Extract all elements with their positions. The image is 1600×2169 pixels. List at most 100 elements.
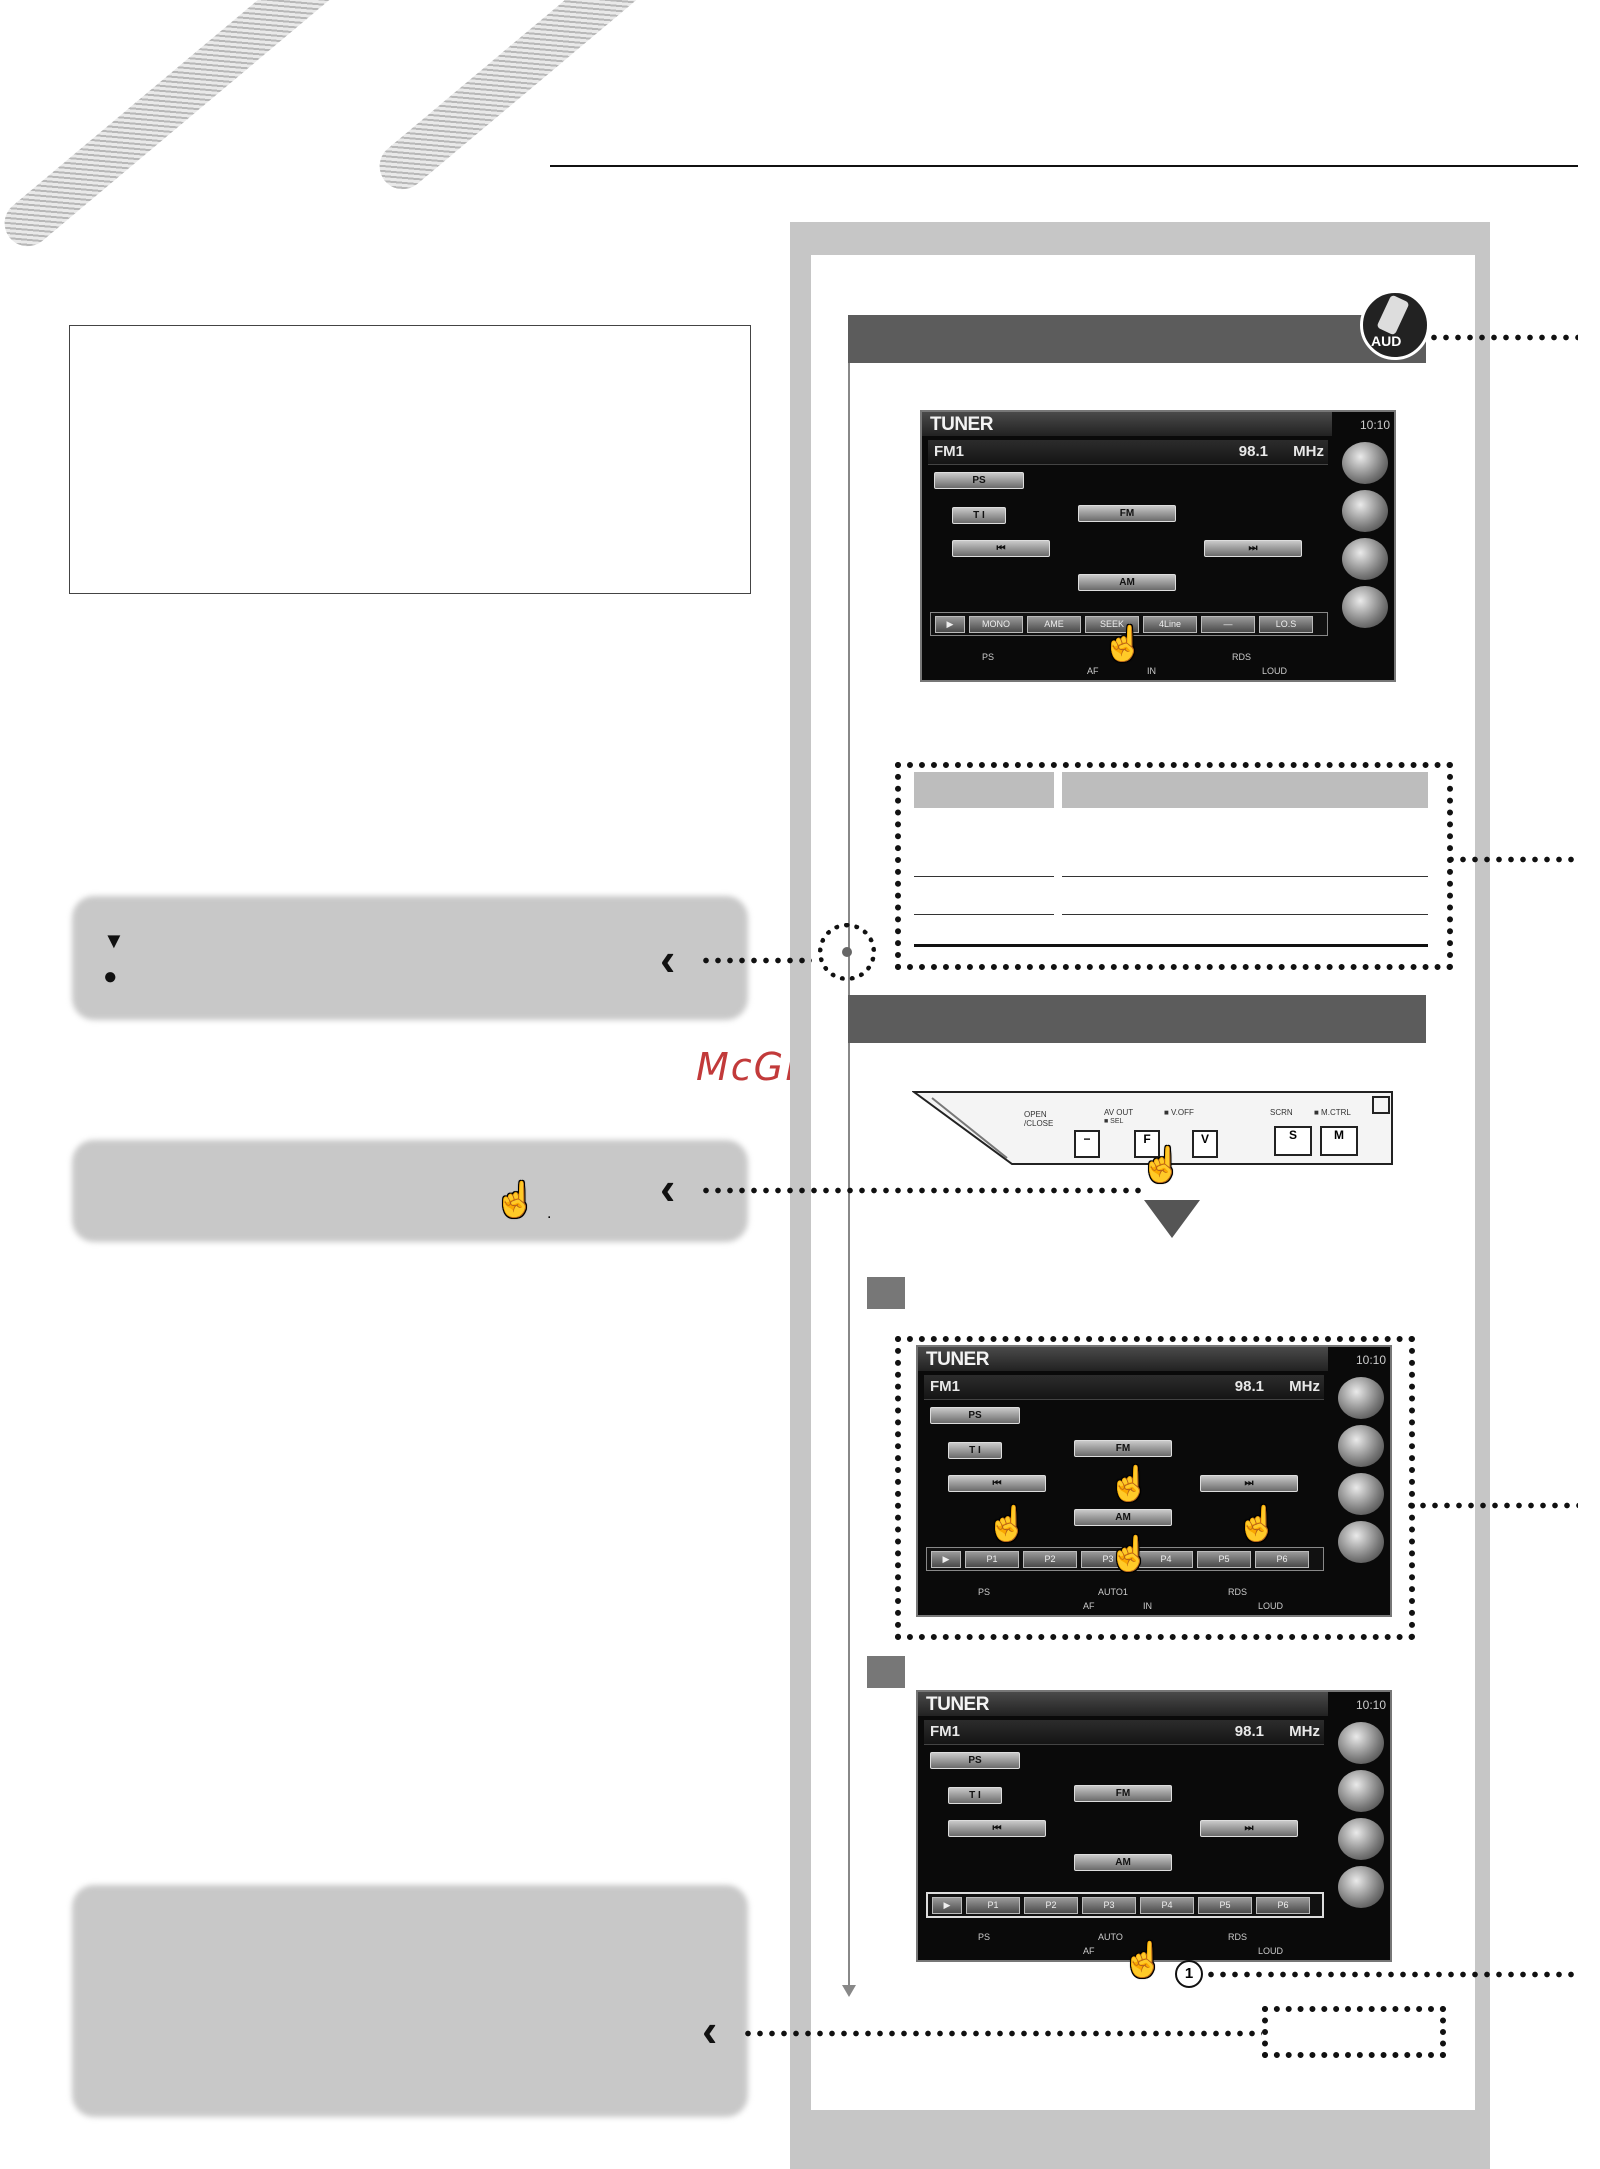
status-loud: LOUD (1262, 666, 1288, 676)
down-triangle-bullet: ▼ (103, 928, 125, 953)
minus-key[interactable]: − (1074, 1130, 1100, 1158)
seek-down-button[interactable]: ⏮ (948, 1475, 1046, 1492)
ti-button[interactable]: T I (948, 1442, 1002, 1459)
touch-hand-icon: ☝ (1108, 1465, 1151, 1503)
seek-down-button[interactable]: ⏮ (952, 540, 1050, 557)
screen-title: TUNER (930, 414, 993, 435)
ps-button[interactable]: PS (934, 472, 1024, 489)
aud-label: AUD (1371, 333, 1402, 349)
source-icon[interactable] (1342, 490, 1388, 532)
menu-icon[interactable] (1342, 442, 1388, 484)
fm-button[interactable]: FM (1078, 505, 1176, 522)
s-key[interactable]: S (1274, 1126, 1312, 1156)
front-panel: OPEN /CLOSE AV OUT ■ SEL ■ V.OFF SCRN ■ … (912, 1090, 1396, 1166)
fm-button[interactable]: FM (1074, 1440, 1172, 1457)
soft-key[interactable]: MONO (969, 616, 1023, 633)
preset-key[interactable]: P1 (965, 1551, 1019, 1568)
decor-stripe-right (370, 0, 653, 199)
status-auto: AUTO1 (1098, 1587, 1128, 1597)
callout-dots-1 (1428, 334, 1578, 341)
touch-hand-icon: ☝ (1108, 1535, 1151, 1573)
audio-icon[interactable] (1338, 1473, 1384, 1515)
frequency-unit: MHz (1289, 1378, 1320, 1395)
frequency: 98.1 (1238, 443, 1268, 460)
soft-key[interactable]: LO.S (1259, 616, 1313, 633)
play-soft-key[interactable]: ▶ (935, 616, 965, 633)
touch-hand-icon: ☝ (494, 1181, 537, 1219)
soft-key[interactable]: AME (1027, 616, 1081, 633)
play-soft-key[interactable]: ▶ (931, 1551, 961, 1568)
preset-key[interactable]: P6 (1256, 1897, 1310, 1914)
setup-icon[interactable] (1338, 1521, 1384, 1563)
screen-clock: 10:10 (1355, 1353, 1386, 1367)
ps-button[interactable]: PS (930, 1752, 1020, 1769)
table-row-line (1062, 914, 1428, 915)
table-row-line (1062, 876, 1428, 877)
preset-key[interactable]: P4 (1139, 1551, 1193, 1568)
soft-key-row: ▶ MONO AME SEEK 4Line — LO.S (930, 612, 1328, 636)
preset-key[interactable]: P3 (1081, 1551, 1135, 1568)
preset-key[interactable]: P2 (1023, 1551, 1077, 1568)
touch-hand-icon: ☝ (1122, 1941, 1165, 1979)
frequency-unit: MHz (1293, 443, 1324, 460)
preset-key[interactable]: P1 (966, 1897, 1020, 1914)
frequency: 98.1 (1234, 1723, 1264, 1740)
source-icon[interactable] (1338, 1770, 1384, 1812)
audio-icon[interactable] (1338, 1818, 1384, 1860)
band-label: FM1 (930, 1723, 960, 1740)
sentence-period: . (547, 1205, 552, 1222)
status-af: AF (1083, 1601, 1095, 1611)
header-rule (550, 165, 1578, 167)
table-header-cell-1 (914, 772, 1054, 808)
menu-icon[interactable] (1338, 1722, 1384, 1764)
decor-stripe-left (0, 0, 347, 256)
fm-button[interactable]: FM (1074, 1785, 1172, 1802)
am-button[interactable]: AM (1074, 1509, 1172, 1526)
remote-aud-icon: AUD (1360, 290, 1430, 360)
am-button[interactable]: AM (1074, 1854, 1172, 1871)
step-box-2 (867, 1656, 905, 1688)
eject-indicator (1372, 1096, 1390, 1114)
status-ps: PS (978, 1932, 991, 1942)
f-key[interactable]: F (1134, 1130, 1160, 1158)
preset-key[interactable]: P3 (1082, 1897, 1136, 1914)
status-loud: LOUD (1258, 1946, 1284, 1956)
seek-up-button[interactable]: ⏭ (1200, 1475, 1298, 1492)
audio-icon[interactable] (1342, 538, 1388, 580)
dotted-circle-marker (818, 923, 876, 981)
callout-dots-4 (1205, 1971, 1578, 1978)
status-loud: LOUD (1258, 1601, 1284, 1611)
preset-key[interactable]: P4 (1140, 1897, 1194, 1914)
preset-key[interactable]: P5 (1198, 1897, 1252, 1914)
m-key[interactable]: M (1320, 1126, 1358, 1156)
connector-dots-2 (700, 1187, 1144, 1194)
seek-up-button[interactable]: ⏭ (1204, 540, 1302, 557)
tuner-screen-3: TUNER 10:10 FM1 98.1 MHz PS T I FM ⏮ ⏭ A… (916, 1690, 1392, 1962)
v-key[interactable]: V (1192, 1130, 1218, 1158)
play-soft-key[interactable]: ▶ (932, 1897, 962, 1914)
status-rds: RDS (1228, 1932, 1248, 1942)
soft-key[interactable]: SEEK (1085, 616, 1139, 633)
flow-arrowhead (842, 1985, 856, 1997)
preset-key[interactable]: P2 (1024, 1897, 1078, 1914)
soft-key[interactable]: — (1201, 616, 1255, 633)
preset-key[interactable]: P6 (1255, 1551, 1309, 1568)
screen-title: TUNER (926, 1349, 989, 1370)
source-icon[interactable] (1338, 1425, 1384, 1467)
ti-button[interactable]: T I (952, 507, 1006, 524)
table-row-line (914, 914, 1054, 915)
soft-key[interactable]: 4Line (1143, 616, 1197, 633)
ps-button[interactable]: PS (930, 1407, 1020, 1424)
status-af: AF (1087, 666, 1099, 676)
screen-clock: 10:10 (1359, 418, 1390, 432)
status-ps: PS (982, 652, 995, 662)
seek-up-button[interactable]: ⏭ (1200, 1820, 1298, 1837)
ti-button[interactable]: T I (948, 1787, 1002, 1804)
setup-icon[interactable] (1342, 586, 1388, 628)
setup-icon[interactable] (1338, 1866, 1384, 1908)
preset-key[interactable]: P5 (1197, 1551, 1251, 1568)
am-button[interactable]: AM (1078, 574, 1176, 591)
step-box-1 (867, 1277, 905, 1309)
seek-down-button[interactable]: ⏮ (948, 1820, 1046, 1837)
menu-icon[interactable] (1338, 1377, 1384, 1419)
